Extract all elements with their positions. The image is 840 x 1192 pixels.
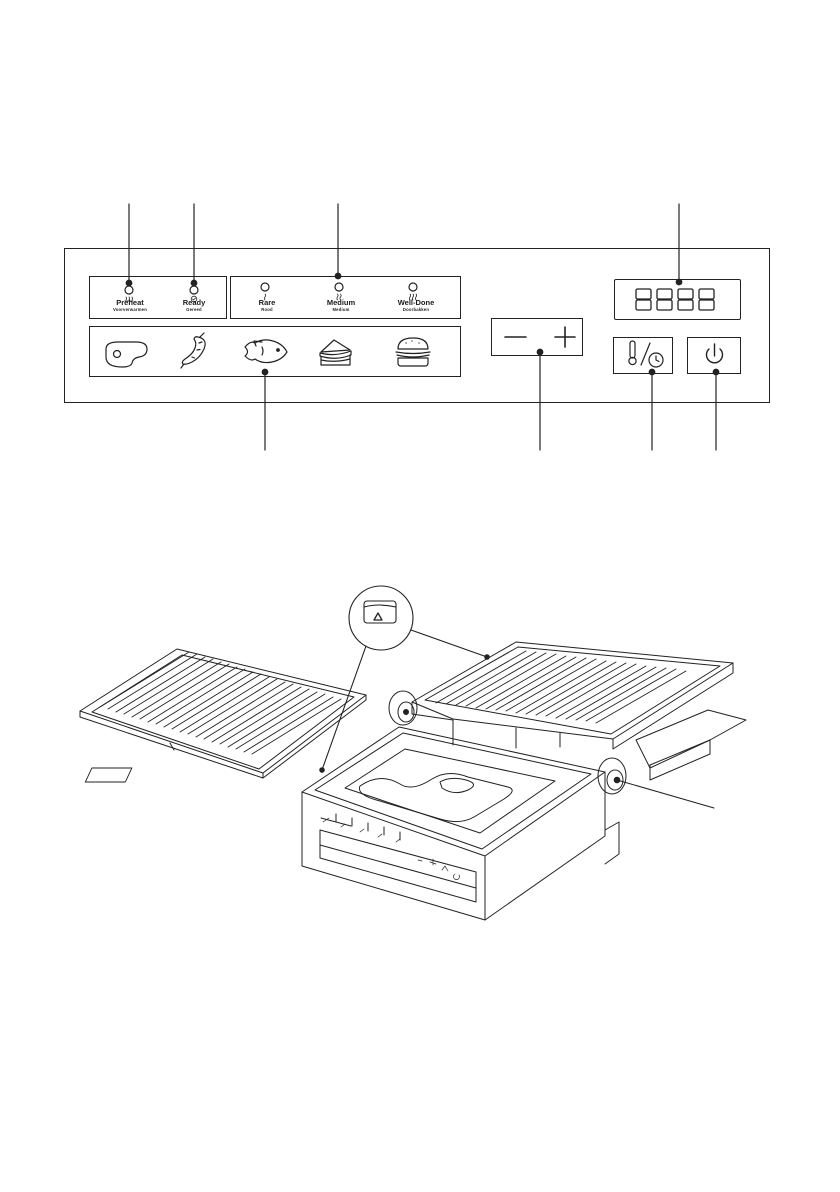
check-circle-icon [191,296,197,302]
rare-led [261,283,269,291]
power-icon [707,344,723,363]
handle-arm [636,710,746,780]
detached-grill-plate [80,649,366,778]
sandwich-icon[interactable] [320,340,351,365]
burger-icon[interactable] [396,338,430,366]
single-wave-icon [264,294,265,300]
raised-lid-plate [412,642,733,749]
heat-waves-icon [125,297,133,301]
display-digits [636,289,714,310]
callout-lines [126,204,719,450]
preheat-led [125,286,133,294]
hinge-knob-left [389,691,417,725]
ready-led [190,286,198,294]
plus-icon[interactable] [555,327,575,347]
well-done-led [409,283,417,291]
medium-led [335,283,343,291]
triple-wave-icon [409,294,416,300]
detail-callout-bubble [320,586,489,772]
fish-icon[interactable] [245,340,287,363]
double-wave-icon [337,294,341,300]
sausage-icon[interactable] [181,333,205,368]
grill-base [85,727,619,920]
thermometer-timer-icon [629,341,663,367]
steak-icon[interactable] [106,342,147,367]
